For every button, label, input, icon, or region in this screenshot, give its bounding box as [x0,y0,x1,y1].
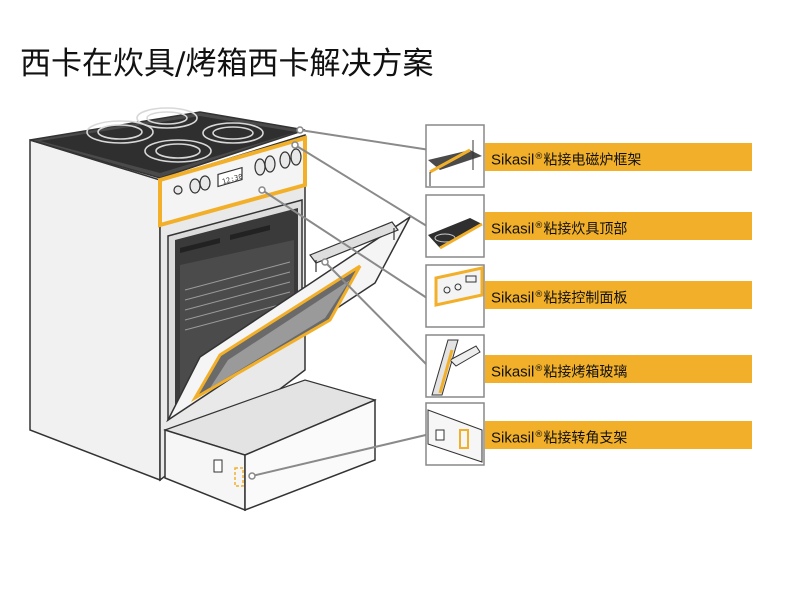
callout-label-corner-bracket: Sikasil®粘接转角支架 [485,421,752,449]
door-handle [309,221,399,264]
detail-thumb-oven-glass [425,334,485,398]
page-title: 西卡在炊具/烤箱西卡解决方案 [20,46,434,82]
detail-thumb-hob-frame [425,124,485,188]
callout-label-hob-frame: Sikasil®粘接电磁炉框架 [485,143,752,171]
corner-bracket [234,467,244,487]
oven-side-panel [29,138,161,482]
control-knobs [173,148,302,195]
detail-thumb-hob-top [425,194,485,258]
callout-label-hob-top: Sikasil®粘接炊具顶部 [485,212,752,240]
hob-burners [86,107,264,163]
callout-label-control-panel: Sikasil®粘接控制面板 [485,281,752,309]
callout-lines [251,129,431,477]
detail-thumb-corner-bracket [425,402,485,466]
detail-thumb-control-panel [425,264,485,328]
callout-label-oven-glass: Sikasil®粘接烤箱玻璃 [485,355,752,383]
